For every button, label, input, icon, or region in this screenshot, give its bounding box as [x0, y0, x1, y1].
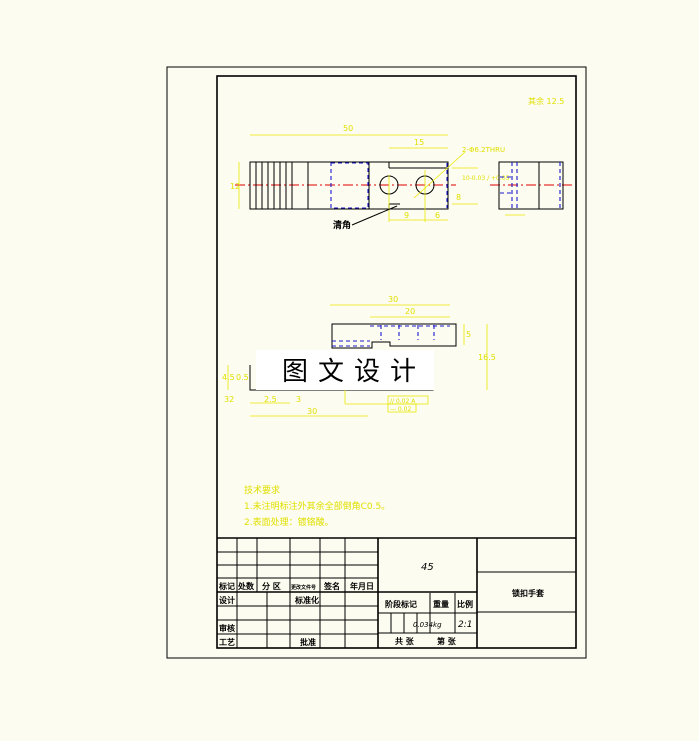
- label-design: 设计: [219, 595, 235, 605]
- header-zone: 分 区: [262, 581, 281, 591]
- dim-top-inner: 20: [405, 307, 415, 316]
- header-signature: 签名: [323, 581, 340, 591]
- gdt-row2: — 0.02: [390, 406, 411, 413]
- weight-value: 0.034kg: [413, 621, 442, 629]
- hole-callout: 2-Φ6.2THRU: [462, 146, 505, 154]
- roughness-symbol: 其余 12.5: [528, 96, 564, 106]
- header-date: 年月日: [350, 581, 374, 591]
- dim-slot: 15: [414, 138, 424, 147]
- scale-value: 2:1: [458, 620, 472, 630]
- dim-slot-depth: 8: [456, 193, 461, 202]
- outer-border: [166, 66, 587, 659]
- header-count: 处数: [237, 581, 255, 591]
- title-block: [217, 537, 576, 648]
- tech-req-item: 1.未注明标注外其余全部倒角C0.5。: [244, 500, 390, 512]
- gdt-row1: // 0.02 A: [390, 398, 416, 405]
- tech-req-item: 2.表面处理：镀铬酸。: [244, 516, 334, 528]
- dim-groove: 3: [296, 395, 301, 404]
- drawing-frame: [216, 75, 577, 649]
- header-change-doc: 更改文件号: [291, 584, 316, 591]
- dim-length: 50: [343, 124, 353, 133]
- chamfer-label: 清角: [333, 219, 351, 231]
- watermark-box: [256, 350, 434, 390]
- label-stage-mark: 阶段标记: [385, 599, 417, 609]
- dim-hole-edge: 6: [435, 211, 440, 220]
- material: 45: [421, 562, 434, 573]
- watermark: 图文设计: [282, 357, 426, 387]
- dim-bottom: 30: [307, 407, 317, 416]
- label-process: 工艺: [219, 637, 235, 647]
- dim-left-b: 0.5: [236, 373, 249, 382]
- dim-left-a: 4.5: [222, 373, 235, 382]
- dim-top-overall: 30: [388, 295, 398, 304]
- dim-hole-spacing: 9: [404, 211, 409, 220]
- label-scale: 比例: [457, 599, 473, 609]
- sheet-number: 第 张: [437, 636, 457, 646]
- sheets-total: 共 张: [395, 636, 415, 646]
- dim-height-bottom: 16.5: [478, 353, 496, 362]
- dim-step: 5: [466, 330, 471, 339]
- dim-small: 32: [224, 395, 234, 404]
- label-standardize: 标准化: [294, 595, 319, 605]
- tech-req-title: 技术要求: [244, 484, 280, 496]
- side-view: [498, 161, 564, 216]
- header-mark: 标记: [218, 581, 235, 591]
- label-weight: 重量: [433, 599, 449, 609]
- dim-pitch: 2.5: [264, 395, 277, 404]
- dim-height: 12: [230, 182, 240, 191]
- tolerance: 10-0.03 / +0.05: [462, 175, 510, 182]
- label-review: 审核: [219, 623, 235, 633]
- front-view: 50 15 12 2-Φ6.2THRU 9 6 8 10-0.03 / +0.0…: [230, 124, 575, 231]
- part-name: 锁扣手套: [512, 588, 545, 598]
- label-approve: 批准: [300, 637, 316, 647]
